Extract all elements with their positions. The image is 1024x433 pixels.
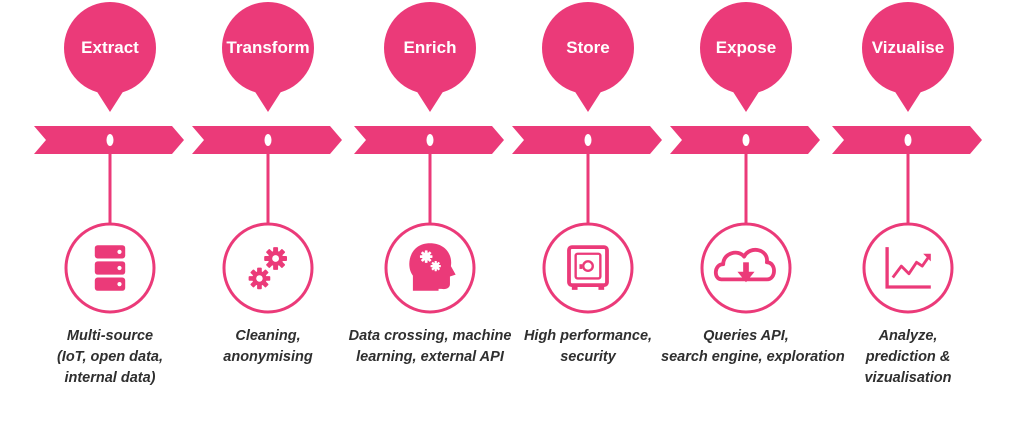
- ribbon-dot: [742, 134, 750, 146]
- description-line: Multi-source: [66, 328, 154, 344]
- title-bubble: [862, 2, 954, 94]
- icon-circle: [222, 222, 314, 314]
- description-line: anonymising: [223, 349, 313, 365]
- description-line: Cleaning,: [235, 328, 301, 344]
- description-line: vizualisation: [864, 370, 952, 386]
- title-bubble: [700, 2, 792, 94]
- step-store: [512, 2, 662, 314]
- title-bubble: [64, 2, 156, 94]
- step-description: Cleaning, anonymising: [183, 326, 353, 368]
- step-title: Vizualise: [871, 38, 945, 57]
- ribbon-dot: [426, 134, 434, 146]
- step-title: Transform: [226, 38, 310, 57]
- description-line: High performance,: [523, 328, 653, 344]
- ribbon-dot: [904, 134, 912, 146]
- title-bubble: [222, 2, 314, 94]
- description-line: internal data): [64, 370, 156, 386]
- step-description: Queries API, search engine, exploration: [661, 326, 845, 368]
- description-line: Data crossing, machine: [348, 328, 512, 344]
- description-line: Queries API,: [703, 328, 789, 344]
- step-enrich: [354, 2, 504, 314]
- title-bubble: [384, 2, 476, 94]
- database-icon: [94, 245, 126, 291]
- step-title: Expose: [715, 38, 777, 57]
- ribbon-dot: [584, 134, 592, 146]
- step-description: Multi-source (IoT, open data, internal dat…: [25, 326, 195, 389]
- step-title: Extract: [81, 38, 139, 57]
- step-title: Enrich: [403, 38, 457, 57]
- step-transform: [192, 2, 342, 314]
- icon-circle: [542, 222, 634, 314]
- description-line: prediction &: [865, 349, 951, 365]
- step-description: High performance, security: [503, 326, 673, 368]
- step-vizualise: [832, 2, 982, 314]
- ribbon-dot: [106, 134, 114, 146]
- step-title: Store: [566, 38, 610, 57]
- ribbon-dot: [264, 134, 272, 146]
- description-line: search engine, exploration: [661, 349, 845, 365]
- description-line: security: [560, 349, 616, 365]
- icon-circle: [862, 222, 954, 314]
- step-extract: [34, 2, 184, 314]
- description-line: Analyze,: [878, 328, 938, 344]
- description-line: (IoT, open data,: [56, 349, 164, 365]
- title-bubble: [542, 2, 634, 94]
- step-description: Analyze, prediction & vizualisation: [823, 326, 993, 389]
- step-description: Data crossing, machine learning, external…: [345, 326, 515, 368]
- description-line: learning, external API: [356, 349, 504, 365]
- step-expose: [670, 2, 820, 314]
